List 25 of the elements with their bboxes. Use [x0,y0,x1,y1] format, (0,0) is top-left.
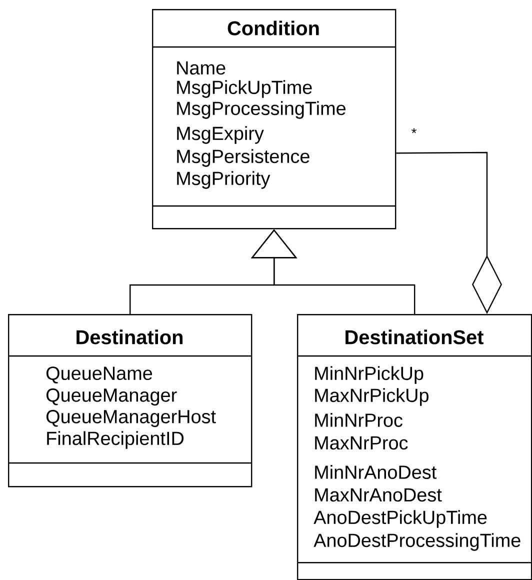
attribute: MaxNrProc [315,436,408,450]
class-name: DestinationSet [346,330,484,344]
class-box [152,9,396,230]
attribute: QueueManager [46,388,177,406]
attribute: MinNrPickUp [315,366,424,384]
attribute: AnoDestProcessingTime [314,533,520,551]
class-box [297,314,532,580]
class-name: Destination [76,330,182,344]
attribute: MinNrAnoDest [315,465,437,479]
attribute: Name [177,61,226,75]
attribute: MsgPersistence [177,149,310,167]
class-name: Condition [228,20,319,36]
attribute: MsgExpiry [177,126,264,144]
attribute: MsgPriority [177,171,270,189]
attribute: MsgPickUpTime [177,80,312,98]
attribute: MaxNrAnoDest [315,488,442,502]
class-box [8,314,252,488]
attribute: AnoDestPickUpTime [314,510,487,528]
multiplicity-label: * [410,127,418,139]
attribute: QueueName [46,366,152,384]
attribute: MaxNrPickUp [315,388,428,406]
attribute: QueueManagerHost [46,410,216,428]
attribute: FinalRecipientID [47,431,184,449]
attribute: MsgProcessingTime [177,101,346,119]
attribute: MinNrProc [315,413,402,427]
